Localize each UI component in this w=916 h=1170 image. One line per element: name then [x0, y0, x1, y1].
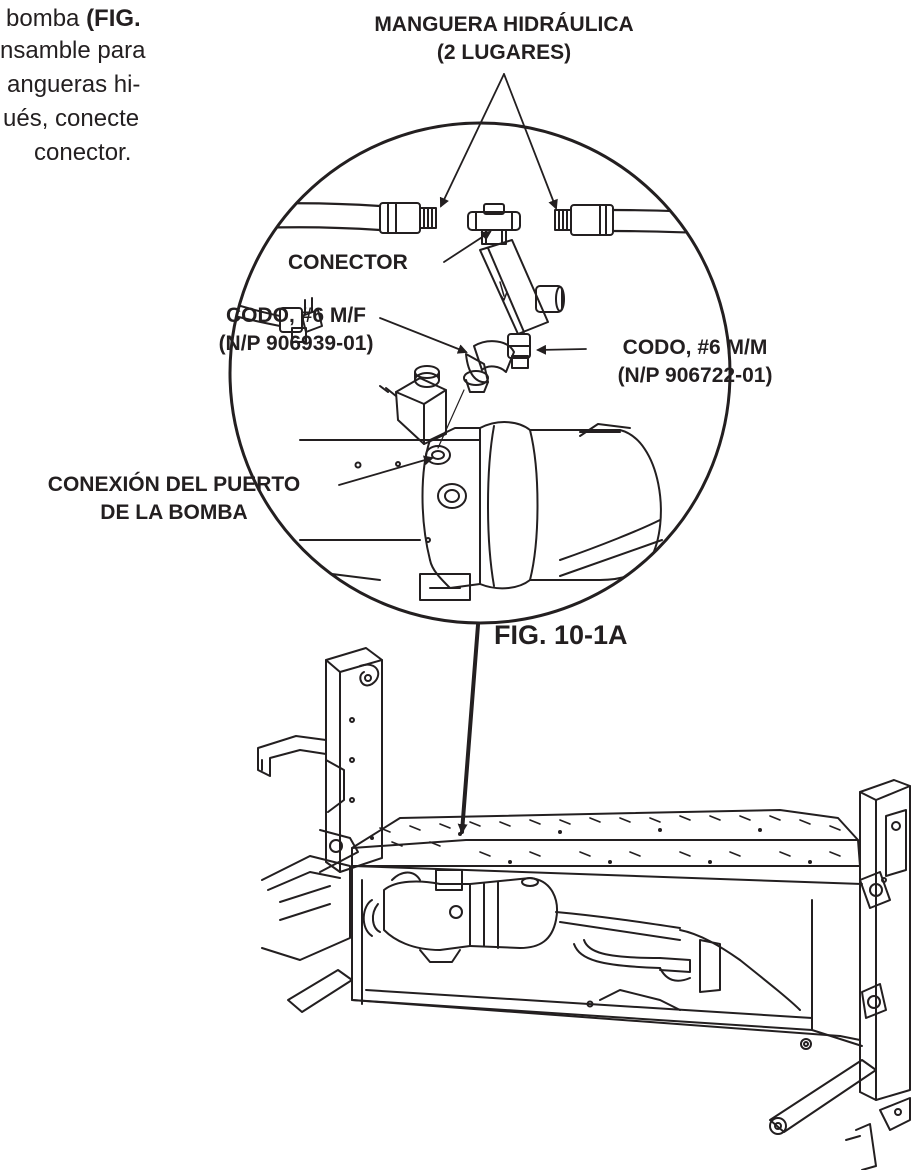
hose-label: MANGUERA HIDRÁULICA (2 LUGARES) — [339, 14, 669, 63]
connector-label: CONECTOR — [288, 251, 408, 274]
pump-port-label: CONEXIÓN DEL PUERTO DE LA BOMBA — [2, 474, 346, 523]
leader-lines — [338, 73, 587, 486]
elbow-mf-label-line-1: CODO, #6 M/F — [225, 304, 367, 327]
body-text-line-3: angueras hi- — [7, 71, 141, 98]
detail-pointer-arrow — [457, 623, 480, 834]
hose-label-line-1: MANGUERA HIDRÁULICA — [374, 13, 634, 36]
elbow-mm-label: CODO, #6 M/M (N/P 906722-01) — [580, 337, 810, 386]
body-text-line-2: nsamble para — [0, 37, 146, 64]
elbow-mm-label-line-1: CODO, #6 M/M — [622, 336, 768, 359]
hose-label-line-2: (2 LUGARES) — [436, 41, 572, 64]
pump-port-label-line-2: DE LA BOMBA — [100, 501, 248, 524]
body-text-line-5: conector. — [34, 139, 132, 166]
figure-caption: FIG. 10-1A — [494, 620, 628, 650]
detail-view — [230, 202, 730, 601]
body-text-line-4: ués, conecte — [3, 105, 140, 132]
body-text-line-1: bomba (FIG. — [6, 5, 141, 32]
lift-assembly — [257, 647, 911, 1170]
pump-port-label-line-1: CONEXIÓN DEL PUERTO — [47, 473, 301, 496]
elbow-mf-label: CODO, #6 M/F (N/P 906939-01) — [186, 305, 406, 354]
elbow-mm-label-line-2: (N/P 906722-01) — [617, 364, 773, 387]
elbow-mf-label-line-2: (N/P 906939-01) — [218, 332, 374, 355]
